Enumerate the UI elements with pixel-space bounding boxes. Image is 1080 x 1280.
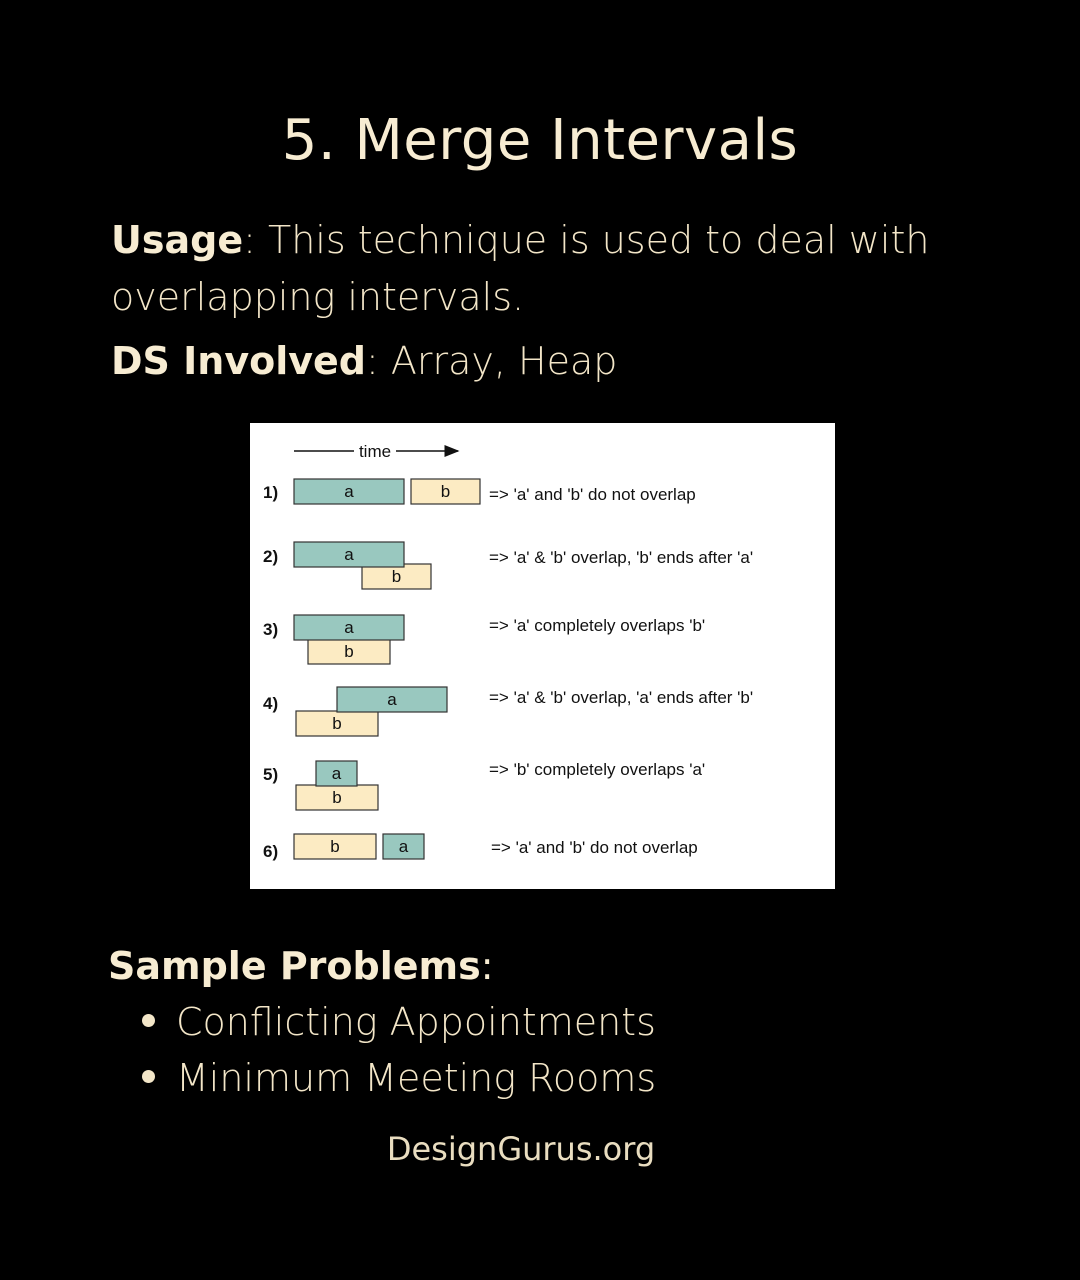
problem-label: Minimum Meeting Rooms — [176, 1056, 657, 1100]
case-row-1: 1) b a => 'a' and 'b' do not overlap — [263, 478, 696, 505]
sample-problems-colon: : — [480, 944, 494, 988]
interval-b-bar — [295, 784, 379, 811]
interval-b-label: b — [441, 482, 450, 501]
usage-paragraph: Usage: This technique is used to deal wi… — [111, 212, 971, 326]
footer: DesignGurus.org — [0, 1130, 1042, 1168]
case-description: => 'a' and 'b' do not overlap — [491, 838, 698, 857]
interval-b-label: b — [392, 567, 401, 586]
bullet-icon — [142, 1070, 155, 1083]
case-description: => 'a' & 'b' overlap, 'a' ends after 'b' — [489, 688, 753, 707]
interval-b-bar — [361, 563, 432, 590]
interval-a-bar — [293, 541, 405, 568]
interval-a-bar — [315, 760, 358, 787]
interval-b-label: b — [344, 642, 353, 661]
sample-problems-heading: Sample Problems: — [108, 938, 494, 994]
case-number: 2) — [263, 547, 278, 566]
interval-a-label: a — [344, 482, 354, 501]
sample-problems-label: Sample Problems — [108, 944, 481, 988]
sample-problems-list: Conflicting Appointments Minimum Meeting… — [138, 994, 656, 1106]
interval-a-label: a — [344, 545, 354, 564]
interval-a-label: a — [399, 837, 409, 856]
usage-label: Usage — [111, 218, 244, 262]
interval-b-label: b — [330, 837, 339, 856]
case-row-3: 3) ba => 'a' completely overlaps 'b' — [263, 614, 705, 665]
interval-a-bar — [293, 614, 405, 641]
interval-a-bar — [293, 478, 405, 505]
case-rows: 1)ba=> 'a' and 'b' do not overlap2)ba=> … — [263, 478, 753, 861]
page-title: 5. Merge Intervals — [281, 108, 799, 173]
interval-b-label: b — [332, 788, 341, 807]
case-row-6: 6) b a => 'a' and 'b' do not overlap — [263, 833, 698, 861]
interval-b-label: b — [332, 714, 341, 733]
diagram-canvas: time 1)ba=> 'a' and 'b' do not overlap2)… — [263, 442, 753, 861]
interval-b-bar — [307, 638, 391, 665]
ds-involved-label: DS Involved — [111, 339, 366, 383]
problem-label: Conflicting Appointments — [176, 1000, 656, 1044]
interval-a-bar — [382, 833, 425, 860]
case-number: 5) — [263, 765, 278, 784]
list-item: Minimum Meeting Rooms — [138, 1050, 656, 1106]
case-number: 1) — [263, 483, 278, 502]
case-row-4: 4) b a => 'a' & 'b' overlap, 'a' ends after… — [263, 686, 753, 737]
interval-a-label: a — [344, 618, 354, 637]
case-row-5: 5) ba => 'b' completely overlaps 'a' — [263, 760, 705, 811]
interval-a-label: a — [332, 764, 342, 783]
interval-b-bar — [293, 833, 377, 860]
case-number: 6) — [263, 842, 278, 861]
case-description: => 'a' completely overlaps 'b' — [489, 616, 705, 635]
case-description: => 'a' and 'b' do not overlap — [489, 485, 696, 504]
case-number: 3) — [263, 620, 278, 639]
case-description: => 'a' & 'b' overlap, 'b' ends after 'a' — [489, 548, 753, 567]
footer-brand: DesignGurus.org — [386, 1130, 656, 1168]
case-number: 4) — [263, 694, 278, 713]
ds-involved-text: : Array, Heap — [365, 339, 618, 383]
usage-text: : This technique is used to deal with ov… — [111, 218, 930, 319]
interval-a-bar — [336, 686, 448, 713]
time-axis-label: time — [359, 442, 391, 461]
case-description: => 'b' completely overlaps 'a' — [489, 760, 705, 779]
case-row-2: 2) b a => 'a' & 'b' overlap, 'b' ends after… — [263, 541, 753, 590]
interval-a-label: a — [387, 690, 397, 709]
interval-b-bar — [410, 478, 481, 505]
ds-involved-paragraph: DS Involved: Array, Heap — [111, 333, 971, 390]
list-item: Conflicting Appointments — [138, 994, 656, 1050]
bullet-icon — [142, 1014, 155, 1027]
